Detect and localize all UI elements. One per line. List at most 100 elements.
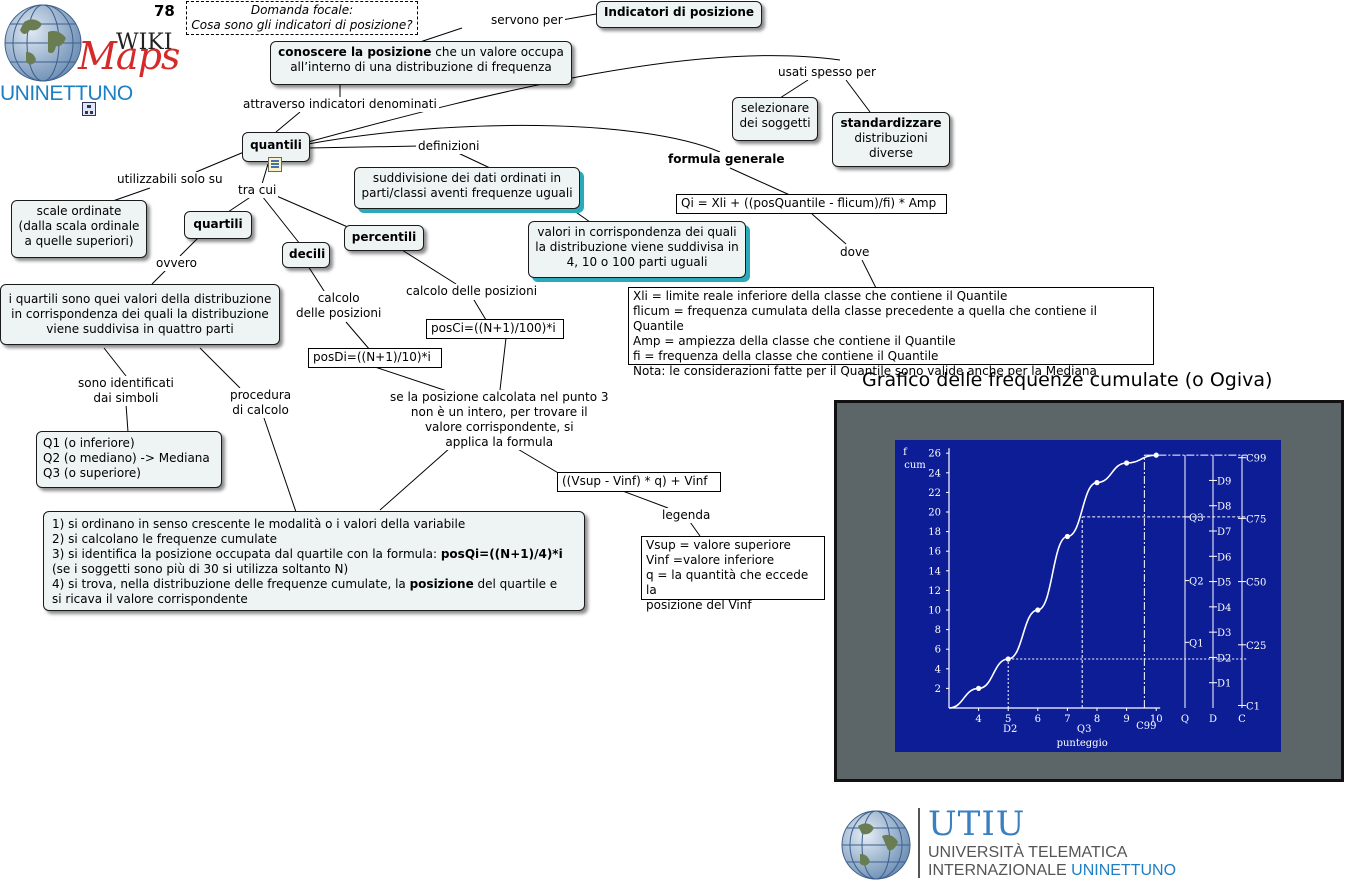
data-point — [1094, 480, 1100, 486]
y-tick-label: 18 — [928, 527, 941, 538]
node-label: percentili — [351, 230, 417, 244]
label-sono-identificati: sono identificati dai simboli — [76, 376, 176, 406]
y-tick-label: 8 — [935, 625, 941, 636]
node-procedura-calcolo[interactable]: 1) si ordinano in senso crescente le mod… — [43, 511, 585, 611]
graph-title: Grafico delle frequenze cumulate (o Ogiv… — [862, 369, 1273, 391]
label-procedura: procedura di calcolo — [228, 388, 294, 418]
y-tick-label: 10 — [928, 606, 941, 617]
label-tra-cui: tra cui — [236, 183, 279, 198]
q-scale-label: Q3 — [1189, 513, 1204, 524]
x-marker-label: D2 — [1003, 724, 1017, 735]
q-scale-label: Q2 — [1189, 577, 1204, 588]
y-tick-label: 12 — [928, 586, 941, 597]
node-quartili[interactable]: quartili — [184, 211, 252, 239]
node-conoscere-la-posizione[interactable]: conoscere la posizione che un valore occ… — [270, 41, 572, 85]
wikimaps-logo: WIKI Maps UNINETTUNO — [0, 0, 186, 120]
node-decili[interactable]: decili — [282, 242, 330, 268]
procedura-posizione: posizione — [409, 577, 474, 591]
c-scale-label: C75 — [1246, 514, 1266, 525]
logo-divider — [918, 808, 920, 878]
y-tick-label: 2 — [935, 684, 941, 695]
node-standardizzare[interactable]: standardizzare distribuzioni diverse — [832, 112, 950, 167]
y-tick-label: 4 — [935, 664, 941, 675]
c-scale-label: C1 — [1246, 701, 1260, 712]
x-tick-label: 10 — [1150, 714, 1163, 725]
box-posDi[interactable]: posDi=((N+1)/10)*i — [308, 348, 442, 368]
d-scale-label: D2 — [1217, 653, 1231, 664]
d-scale-label: D5 — [1217, 578, 1231, 589]
label-calcolo-decili: calcolo delle posizioni — [294, 291, 384, 321]
d-scale-label: D7 — [1217, 527, 1231, 538]
x-tick-label: 7 — [1064, 714, 1070, 725]
y-axis-label-unit: cum — [904, 460, 926, 471]
node-label: che un valore occupa all’interno di una … — [290, 45, 564, 74]
node-simboli[interactable]: Q1 (o inferiore) Q2 (o mediano) -> Media… — [36, 431, 222, 488]
utiu-line1: UNIVERSITÀ TELEMATICA — [928, 844, 1128, 861]
node-label: quantili — [250, 138, 302, 152]
node-selezionare[interactable]: selezionare dei soggetti — [732, 97, 818, 141]
y-tick-label: 16 — [928, 547, 941, 558]
x-tick-label: 8 — [1094, 714, 1100, 725]
node-quantili-main[interactable]: quantili — [242, 132, 310, 162]
wiki-wordmark: WIKI — [116, 30, 173, 55]
utiu-acronym: UTIU — [928, 804, 1026, 844]
node-indicatori-di-posizione[interactable]: Indicatori di posizione — [596, 1, 762, 28]
procedura-formula: posQi=((N+1)/4)*i — [440, 547, 563, 561]
node-label: Indicatori di posizione — [603, 5, 755, 19]
y-tick-label: 22 — [928, 488, 941, 499]
x-tick-label: 9 — [1123, 714, 1129, 725]
c-scale-label: C50 — [1246, 578, 1266, 589]
d-scale-axis-label: D — [1209, 714, 1217, 725]
concept-map-icon[interactable] — [82, 102, 96, 116]
uninettuno-wordmark: UNINETTUNO — [0, 82, 133, 105]
notes-icon[interactable] — [268, 157, 282, 172]
node-quartili-definizione[interactable]: i quartili sono quei valori della distri… — [0, 284, 280, 345]
y-axis-label: f — [903, 447, 908, 458]
label-utilizzabili: utilizzabili solo su — [115, 172, 225, 187]
x-marker-label: C99 — [1136, 721, 1156, 732]
globe-icon — [841, 810, 911, 880]
y-tick-label: 14 — [928, 566, 941, 577]
box-legenda[interactable]: Vsup = valore superiore Vinf =valore inf… — [641, 536, 825, 612]
label-formula-generale: formula generale — [666, 152, 787, 167]
d-scale-label: D1 — [1217, 679, 1231, 690]
procedura-text: 1) si ordinano in senso crescente le mod… — [52, 517, 466, 561]
node-valori-corrispondenza[interactable]: valori in corrispondenza dei quali la di… — [528, 221, 746, 278]
label-ovvero: ovvero — [154, 256, 199, 271]
utiu-logo: UTIU UNIVERSITÀ TELEMATICA INTERNAZIONAL… — [838, 804, 1194, 884]
q-scale-label: Q1 — [1189, 638, 1204, 649]
c-scale-label: C99 — [1246, 454, 1266, 465]
data-point — [1035, 607, 1041, 613]
x-axis-label: punteggio — [1057, 738, 1108, 749]
label-dove: dove — [838, 245, 872, 260]
utiu-line2-a: INTERNAZIONALE — [928, 862, 1072, 879]
d-scale-label: D8 — [1217, 502, 1231, 513]
node-scale-ordinate[interactable]: scale ordinate (dalla scala ordinale a q… — [11, 200, 147, 258]
box-dove-definizioni[interactable]: Xli = limite reale inferiore della class… — [628, 287, 1154, 378]
node-label: distribuzioni diverse — [854, 131, 928, 160]
c-scale-axis-label: C — [1238, 714, 1246, 725]
node-percentili[interactable]: percentili — [344, 225, 424, 251]
data-point — [1064, 533, 1070, 540]
d-scale-label: D3 — [1217, 628, 1231, 639]
box-vsup-formula[interactable]: ((Vsup - Vinf) * q) + Vinf — [557, 472, 721, 492]
x-tick-label: 5 — [1005, 714, 1011, 725]
x-tick-label: 6 — [1035, 714, 1041, 725]
d-scale-label: D6 — [1217, 552, 1231, 563]
node-suddivisione[interactable]: suddivisione dei dati ordinati in parti/… — [354, 167, 580, 209]
d-scale-label: D4 — [1217, 603, 1231, 614]
y-tick-label: 26 — [928, 449, 941, 460]
procedura-text: (se i soggetti sono più di 30 si utilizz… — [52, 562, 406, 591]
label-servono-per: servono per — [489, 13, 565, 28]
focal-question-title: Domanda focale: — [250, 3, 354, 17]
ogive-curve — [948, 454, 1157, 709]
label-legenda: legenda — [660, 508, 713, 523]
data-point — [1124, 460, 1130, 466]
box-formula-generale[interactable]: Qi = Xli + ((posQuantile - flicum)/fi) *… — [676, 194, 947, 214]
page-number: 78 — [154, 2, 175, 20]
box-posCi[interactable]: posCi=((N+1)/100)*i — [426, 319, 564, 339]
data-point — [1153, 452, 1159, 458]
focal-question-text: Cosa sono gli indicatori di posizione? — [191, 18, 413, 32]
x-tick-label: 4 — [975, 714, 981, 725]
